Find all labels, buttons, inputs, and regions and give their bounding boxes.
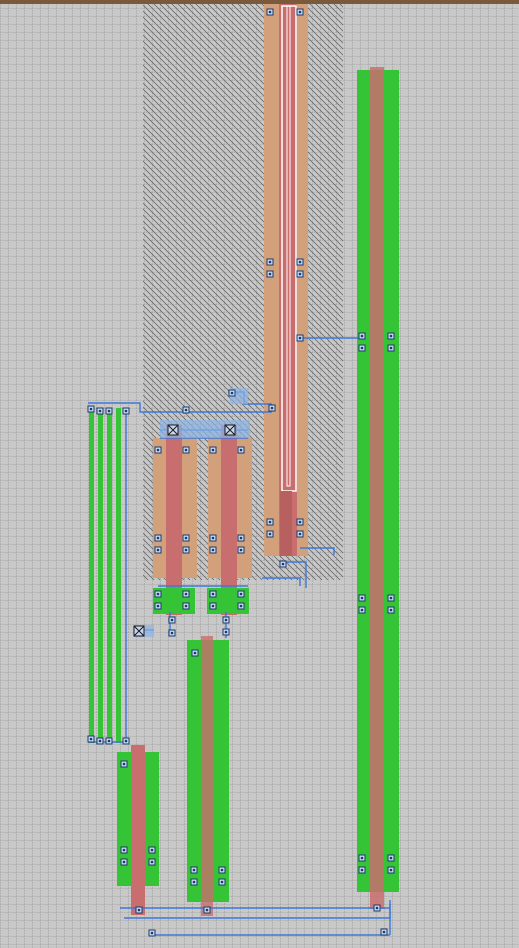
contact-dot-63 [89,737,93,741]
contact-dot-0 [268,10,272,14]
contact-dot-39 [184,592,188,596]
metal-routing [88,337,391,936]
contact-dot-54 [122,848,126,852]
contact-dot-70 [224,630,228,634]
contact-dot-46 [224,618,228,622]
contact-dot-6 [268,520,272,524]
contact-dot-37 [156,592,160,596]
contact-dot-47 [193,651,197,655]
poly-bottom-segment [280,491,292,556]
contact-dot-65 [107,739,111,743]
contact-dot-3 [268,272,272,276]
contact-dot-51 [220,880,224,884]
diffusion-strip-1 [89,408,94,743]
contact-dot-25 [156,448,160,452]
poly-right [370,67,384,909]
contact-dot-4 [298,260,302,264]
window-top-edge [0,0,519,4]
contact-dot-53 [122,762,126,766]
contact-dot-1 [298,10,302,14]
contact-dot-38 [156,604,160,608]
contact-dot-24 [375,906,379,910]
contact-dot-19 [389,608,393,612]
contact-dot-64 [98,739,102,743]
contact-dot-20 [360,856,364,860]
contact-dot-59 [89,407,93,411]
contact-dot-43 [239,592,243,596]
contact-dot-42 [211,604,215,608]
poly-mid-right [221,425,237,615]
contact-dot-13 [360,346,364,350]
contact-dot-72 [150,931,154,935]
contact-dot-18 [389,596,393,600]
contact-dot-33 [211,548,215,552]
poly-mid-left [166,425,182,615]
contact-dot-22 [389,856,393,860]
via-x-0 [167,424,179,436]
poly-inner-line [286,5,291,487]
contact-dot-50 [220,868,224,872]
poly-center-bottom [201,636,213,916]
poly-left-bottom [131,745,145,915]
contact-dot-56 [150,848,154,852]
contact-dot-52 [205,908,209,912]
contact-dot-69 [184,408,188,412]
contact-dot-8 [298,520,302,524]
contact-dot-14 [389,334,393,338]
diffusion-strip-3 [107,408,112,743]
contact-dot-35 [239,536,243,540]
contact-dot-60 [98,409,102,413]
diffusion-strip-2 [98,408,103,743]
contact-dot-28 [184,448,188,452]
contact-dot-32 [211,536,215,540]
contact-dot-67 [270,406,274,410]
contact-dot-5 [298,272,302,276]
contact-dot-26 [156,536,160,540]
contact-dot-73 [382,930,386,934]
contact-dot-12 [360,334,364,338]
contact-dot-31 [211,448,215,452]
contact-dot-27 [156,548,160,552]
contact-dot-34 [239,448,243,452]
contact-dot-23 [389,868,393,872]
contact-dot-16 [360,596,364,600]
contact-dot-55 [122,860,126,864]
poly-tall [279,4,297,556]
contact-dot-29 [184,536,188,540]
contact-dot-49 [192,880,196,884]
contact-dot-2 [268,260,272,264]
contact-dot-68 [230,391,234,395]
contact-dot-44 [239,604,243,608]
contact-dot-30 [184,548,188,552]
contact-dot-41 [211,592,215,596]
contact-dot-7 [268,532,272,536]
contact-dot-17 [360,608,364,612]
via-x-1 [224,424,236,436]
contact-dot-58 [137,908,141,912]
contact-dot-62 [124,409,128,413]
contacts [87,8,395,937]
contact-dot-10 [281,562,285,566]
contact-dot-15 [389,346,393,350]
contact-dot-71 [170,631,174,635]
contact-dot-40 [184,604,188,608]
contact-dot-21 [360,868,364,872]
via-x-2 [133,625,145,637]
contact-dot-57 [150,860,154,864]
contact-dot-9 [298,532,302,536]
contact-dot-61 [107,409,111,413]
contact-dot-45 [170,618,174,622]
contact-dot-66 [124,739,128,743]
contact-dot-36 [239,548,243,552]
contact-dot-11 [298,336,302,340]
diffusion-strip-4 [116,408,121,743]
contact-dot-48 [192,868,196,872]
